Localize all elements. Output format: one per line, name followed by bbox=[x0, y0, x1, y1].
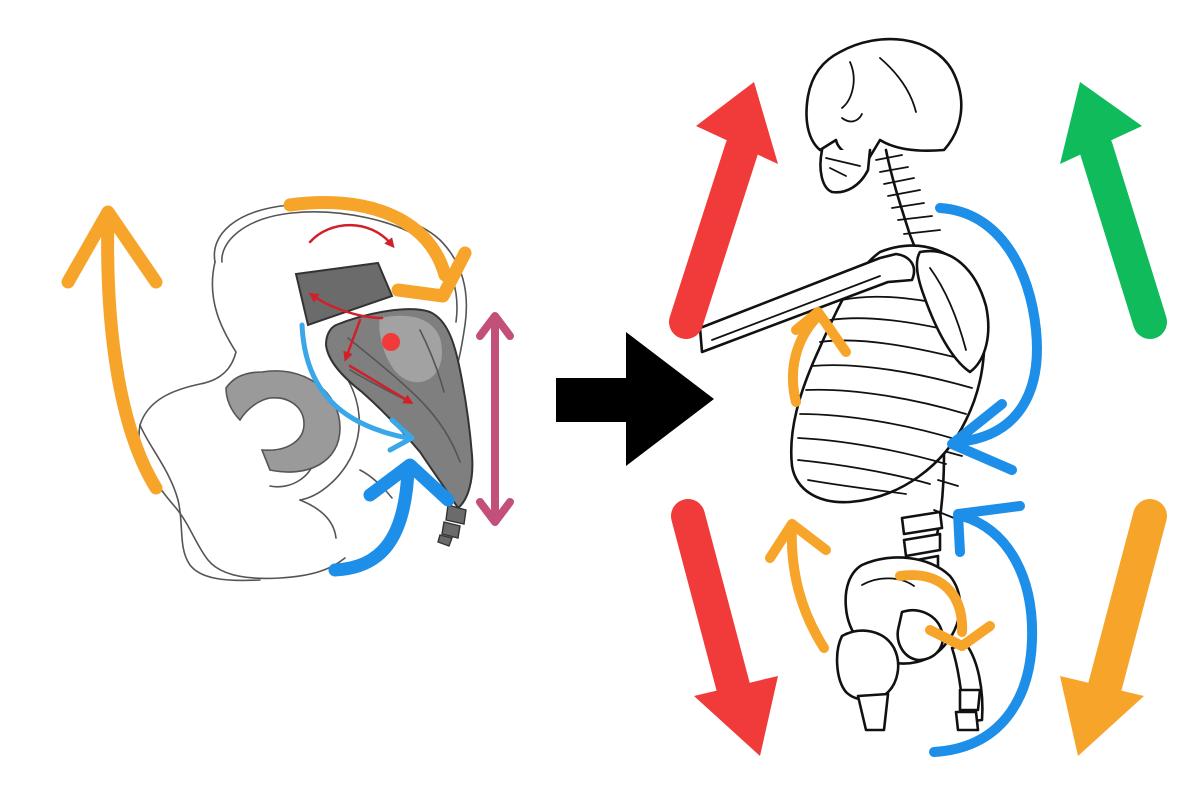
magenta-top-arrowhead-icon bbox=[476, 312, 514, 340]
orange-chest-arrowhead-icon bbox=[791, 307, 851, 357]
posture-arrows bbox=[669, 82, 1167, 757]
sacrum-highlight bbox=[379, 315, 442, 383]
green-up-arrow-shaft bbox=[1079, 131, 1167, 339]
acetabulum-socket bbox=[225, 370, 341, 473]
magenta-bottom-arrowhead-icon bbox=[476, 498, 514, 526]
lumbar-vertebra-block bbox=[294, 261, 394, 327]
orange-chest-arrow-icon bbox=[788, 313, 821, 407]
light-blue-arrowhead-icon bbox=[387, 417, 415, 453]
orange-down-arrow-shaft bbox=[1087, 499, 1167, 707]
skeleton-side-view bbox=[698, 37, 990, 732]
tilt-arrow-icon bbox=[308, 292, 384, 320]
blue-upper-arrowhead-icon bbox=[947, 399, 1017, 475]
orange-hip-rotation-arrowhead-icon bbox=[925, 621, 995, 651]
orange-hip-rotation-arrow-icon bbox=[895, 570, 968, 637]
pivot-point-dot bbox=[382, 333, 400, 351]
rotation-curved-arrow-icon bbox=[308, 223, 395, 249]
down-arrow-icon bbox=[343, 318, 362, 362]
orange-top-rotation-arrowhead-icon bbox=[391, 246, 472, 303]
red-up-arrowhead-icon bbox=[696, 82, 778, 164]
blue-arrowhead-icon bbox=[363, 458, 455, 507]
orange-top-rotation-arrow-icon bbox=[283, 196, 452, 282]
red-down-arrowhead-icon bbox=[694, 676, 778, 756]
scapula bbox=[915, 249, 990, 374]
diagonal-arrow-icon bbox=[348, 364, 414, 405]
blue-curved-arrow-icon bbox=[328, 463, 415, 577]
orange-upward-curved-arrow-icon bbox=[101, 208, 163, 495]
orange-hip-up-arrowhead-icon bbox=[765, 519, 831, 563]
red-up-arrow-shaft bbox=[669, 131, 759, 339]
skull bbox=[805, 37, 963, 194]
pelvis-detail bbox=[61, 196, 514, 582]
green-up-arrowhead-icon bbox=[1060, 82, 1142, 164]
light-blue-curved-arrow-icon bbox=[299, 322, 411, 441]
blue-lower-curve-arrow-icon bbox=[929, 511, 1038, 757]
arm-bone bbox=[698, 252, 916, 354]
orange-upward-arrowhead-icon bbox=[61, 205, 163, 289]
orange-hip-up-arrow-icon bbox=[786, 519, 829, 653]
orange-down-arrowhead-icon bbox=[1060, 676, 1144, 756]
legs bbox=[835, 629, 984, 732]
right-arrow-icon bbox=[556, 332, 714, 466]
blue-lower-arrowhead-icon bbox=[953, 501, 1025, 557]
red-down-arrow-shaft bbox=[671, 499, 751, 707]
blue-upper-curve-arrow-icon bbox=[935, 203, 1042, 447]
coccyx-segments bbox=[437, 504, 467, 547]
